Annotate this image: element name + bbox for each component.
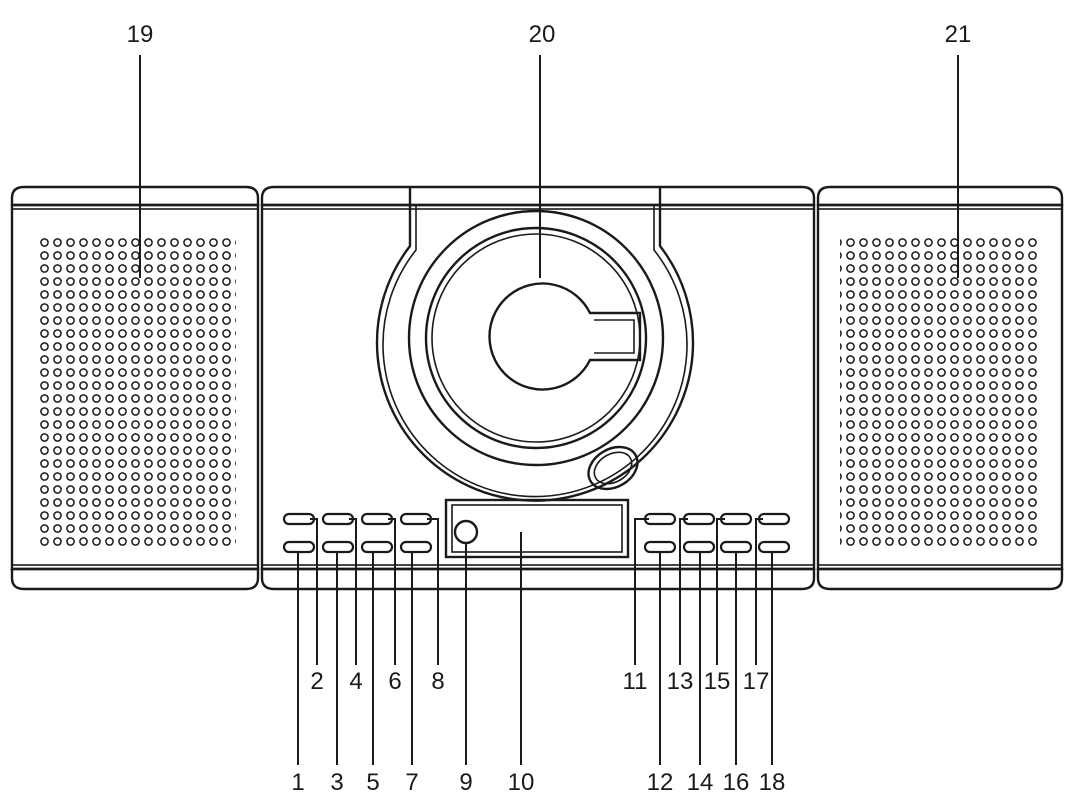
right-speaker: [816, 185, 1064, 591]
button-4[interactable]: [321, 512, 355, 526]
button-2[interactable]: [282, 512, 316, 526]
button-5[interactable]: [360, 540, 394, 554]
left-button-bank: [282, 512, 433, 554]
callout-3: 3: [330, 769, 343, 796]
callout-10: 10: [508, 769, 535, 796]
left-speaker: [10, 185, 260, 591]
left-speaker-grille: [36, 234, 236, 546]
callout-2: 2: [310, 668, 323, 695]
callout-13: 13: [667, 668, 694, 695]
callout-16: 16: [723, 769, 750, 796]
callout-1: 1: [291, 769, 304, 796]
right-button-bank: [643, 512, 791, 554]
callout-20: 20: [529, 21, 556, 48]
callout-19: 19: [127, 21, 154, 48]
button-13[interactable]: [682, 512, 716, 526]
button-7[interactable]: [399, 540, 433, 554]
callout-8: 8: [431, 668, 444, 695]
button-12[interactable]: [643, 540, 677, 554]
callout-5: 5: [366, 769, 379, 796]
callout-14: 14: [687, 769, 714, 796]
main-unit: [260, 185, 816, 591]
button-14[interactable]: [682, 540, 716, 554]
callout-12: 12: [647, 769, 674, 796]
right-speaker-grille: [840, 234, 1040, 546]
callout-15: 15: [704, 668, 731, 695]
ir-sensor: [453, 519, 479, 545]
button-11[interactable]: [643, 512, 677, 526]
callout-21: 21: [945, 21, 972, 48]
cd-lid-latch: [587, 445, 639, 491]
button-1[interactable]: [282, 540, 316, 554]
button-8[interactable]: [399, 512, 433, 526]
cd-compartment: [375, 205, 695, 502]
button-15[interactable]: [719, 512, 753, 526]
button-18[interactable]: [757, 540, 791, 554]
callout-17: 17: [743, 668, 770, 695]
leader-lines: [139, 55, 959, 765]
button-16[interactable]: [719, 540, 753, 554]
callout-9: 9: [459, 769, 472, 796]
callout-11: 11: [623, 668, 648, 695]
callout-7: 7: [405, 769, 418, 796]
cd-spindle: [488, 282, 642, 391]
callout-4: 4: [349, 668, 362, 695]
callout-labels: 19 20 21 2 4 6 8 11 13 15 17 1 3 5 7 9 1…: [127, 21, 972, 796]
display-window: [444, 498, 630, 559]
callout-18: 18: [759, 769, 786, 796]
button-3[interactable]: [321, 540, 355, 554]
callout-6: 6: [388, 668, 401, 695]
button-17[interactable]: [757, 512, 791, 526]
button-6[interactable]: [360, 512, 394, 526]
